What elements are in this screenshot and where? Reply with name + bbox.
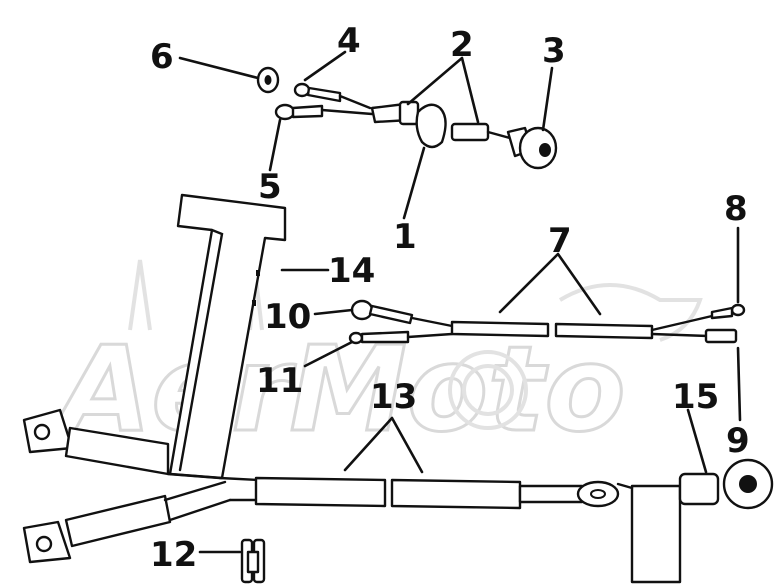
callout-5: 5	[258, 167, 282, 207]
leader-11	[303, 340, 354, 368]
watermark-motorcycle	[448, 283, 703, 430]
callout-10: 10	[264, 297, 311, 337]
leader-10	[313, 308, 354, 316]
leader-15	[686, 408, 708, 474]
leader-2	[406, 56, 480, 124]
cable-main-join	[218, 476, 260, 502]
harness-assembly	[22, 193, 774, 584]
cable-13-segment-a	[254, 476, 387, 508]
terminal-11-sleeve	[360, 330, 410, 344]
cable-upper-wire	[166, 472, 222, 480]
lead-7-sleeve-b	[554, 322, 654, 340]
cable-lower-sleeve	[64, 494, 172, 548]
leader-7	[498, 252, 602, 316]
cable-13-ring-hole	[590, 489, 606, 499]
leader-1	[402, 146, 426, 220]
terminal-4-sleeve	[306, 86, 342, 103]
terminal-5-sleeve	[291, 104, 324, 119]
terminal-10-sleeve	[368, 304, 414, 325]
callout-labels: 6 4 2 3 5 1 14 7 8 9 10 11 13 15 12	[150, 21, 750, 575]
ring-terminal-5	[274, 103, 296, 121]
connector-2b	[450, 122, 490, 142]
connector-2a-collar	[398, 100, 420, 126]
watermark-text: AerMoto	[52, 320, 626, 458]
lead-assembly-7	[348, 299, 746, 345]
callout-4: 4	[337, 21, 361, 61]
knob-3	[518, 126, 558, 170]
callout-11: 11	[256, 361, 303, 401]
switch-assembly	[256, 66, 558, 170]
washer-6-hole	[264, 75, 272, 85]
bracket-14-mark-a	[256, 270, 260, 276]
boot-15	[678, 472, 720, 506]
terminal-8-sleeve	[710, 306, 734, 320]
callout-2: 2	[450, 25, 474, 65]
cable-13-sleeve-end	[518, 484, 584, 504]
callout-14: 14	[328, 251, 375, 291]
leader-6	[178, 56, 260, 80]
leader-4	[303, 50, 347, 82]
knob-3-cap	[539, 143, 551, 157]
callout-13: 13	[370, 377, 417, 417]
terminal-15-hole	[739, 475, 757, 493]
ring-terminal-10	[350, 299, 374, 321]
leader-13	[343, 416, 424, 474]
leader-9	[736, 346, 742, 422]
lead-7-branch-left	[406, 316, 454, 339]
terminal-9	[704, 328, 738, 344]
bracket-14-mark-b	[252, 300, 256, 306]
callout-1: 1	[393, 217, 417, 257]
switch-lead-wires	[320, 94, 374, 116]
lead-7-sleeve-a	[450, 320, 550, 338]
leader-lines	[178, 50, 742, 554]
relay-box-lead	[616, 482, 634, 490]
bracket-14-edge	[178, 228, 224, 472]
callout-8: 8	[724, 189, 748, 229]
callout-15: 15	[672, 377, 719, 417]
connector-2b-wire	[486, 130, 512, 140]
leader-5	[268, 118, 282, 172]
cable-13-segment-b	[390, 478, 522, 510]
lead-7-branch-right	[650, 314, 714, 338]
ring-terminal-8	[730, 303, 746, 317]
cable-lower-terminal-hole	[35, 535, 53, 553]
grommet-12	[240, 538, 266, 584]
callout-12: 12	[150, 535, 197, 575]
ring-terminal-4	[293, 82, 311, 98]
callout-6: 6	[150, 37, 174, 77]
cable-lower-wires	[163, 480, 232, 522]
leader-3	[541, 66, 554, 132]
relay-box	[630, 484, 682, 584]
callout-3: 3	[542, 31, 566, 71]
callout-9: 9	[726, 421, 750, 461]
switch-body-1	[415, 103, 447, 149]
callout-7: 7	[548, 221, 572, 261]
cable-upper-terminal-hole	[33, 423, 51, 441]
